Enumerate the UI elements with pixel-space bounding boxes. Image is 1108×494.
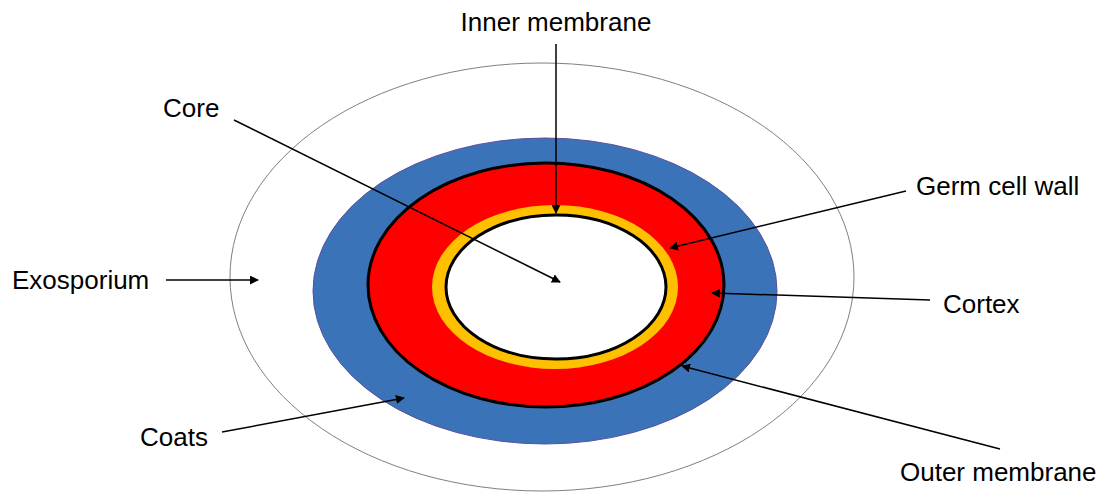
leader-line [682, 366, 1000, 449]
part-label: Inner membrane [461, 7, 652, 37]
part-label: Exosporium [12, 265, 149, 295]
part-label: Germ cell wall [916, 171, 1079, 201]
leader-line [222, 398, 404, 432]
leader-line [712, 293, 930, 300]
part-label: Core [163, 93, 219, 123]
part-label: Coats [140, 422, 208, 452]
exosporium-layer [230, 63, 854, 491]
part-label: Cortex [943, 289, 1020, 319]
germ-cell-wall-layer [432, 205, 678, 369]
part-label: Outer membrane [900, 457, 1097, 487]
leader-line [234, 120, 560, 282]
core-layer [446, 215, 666, 359]
leader-line [555, 44, 557, 213]
leader-line [670, 191, 906, 248]
leader-line [166, 279, 258, 281]
cortex-layer [368, 163, 724, 407]
coats-layer [313, 138, 777, 444]
